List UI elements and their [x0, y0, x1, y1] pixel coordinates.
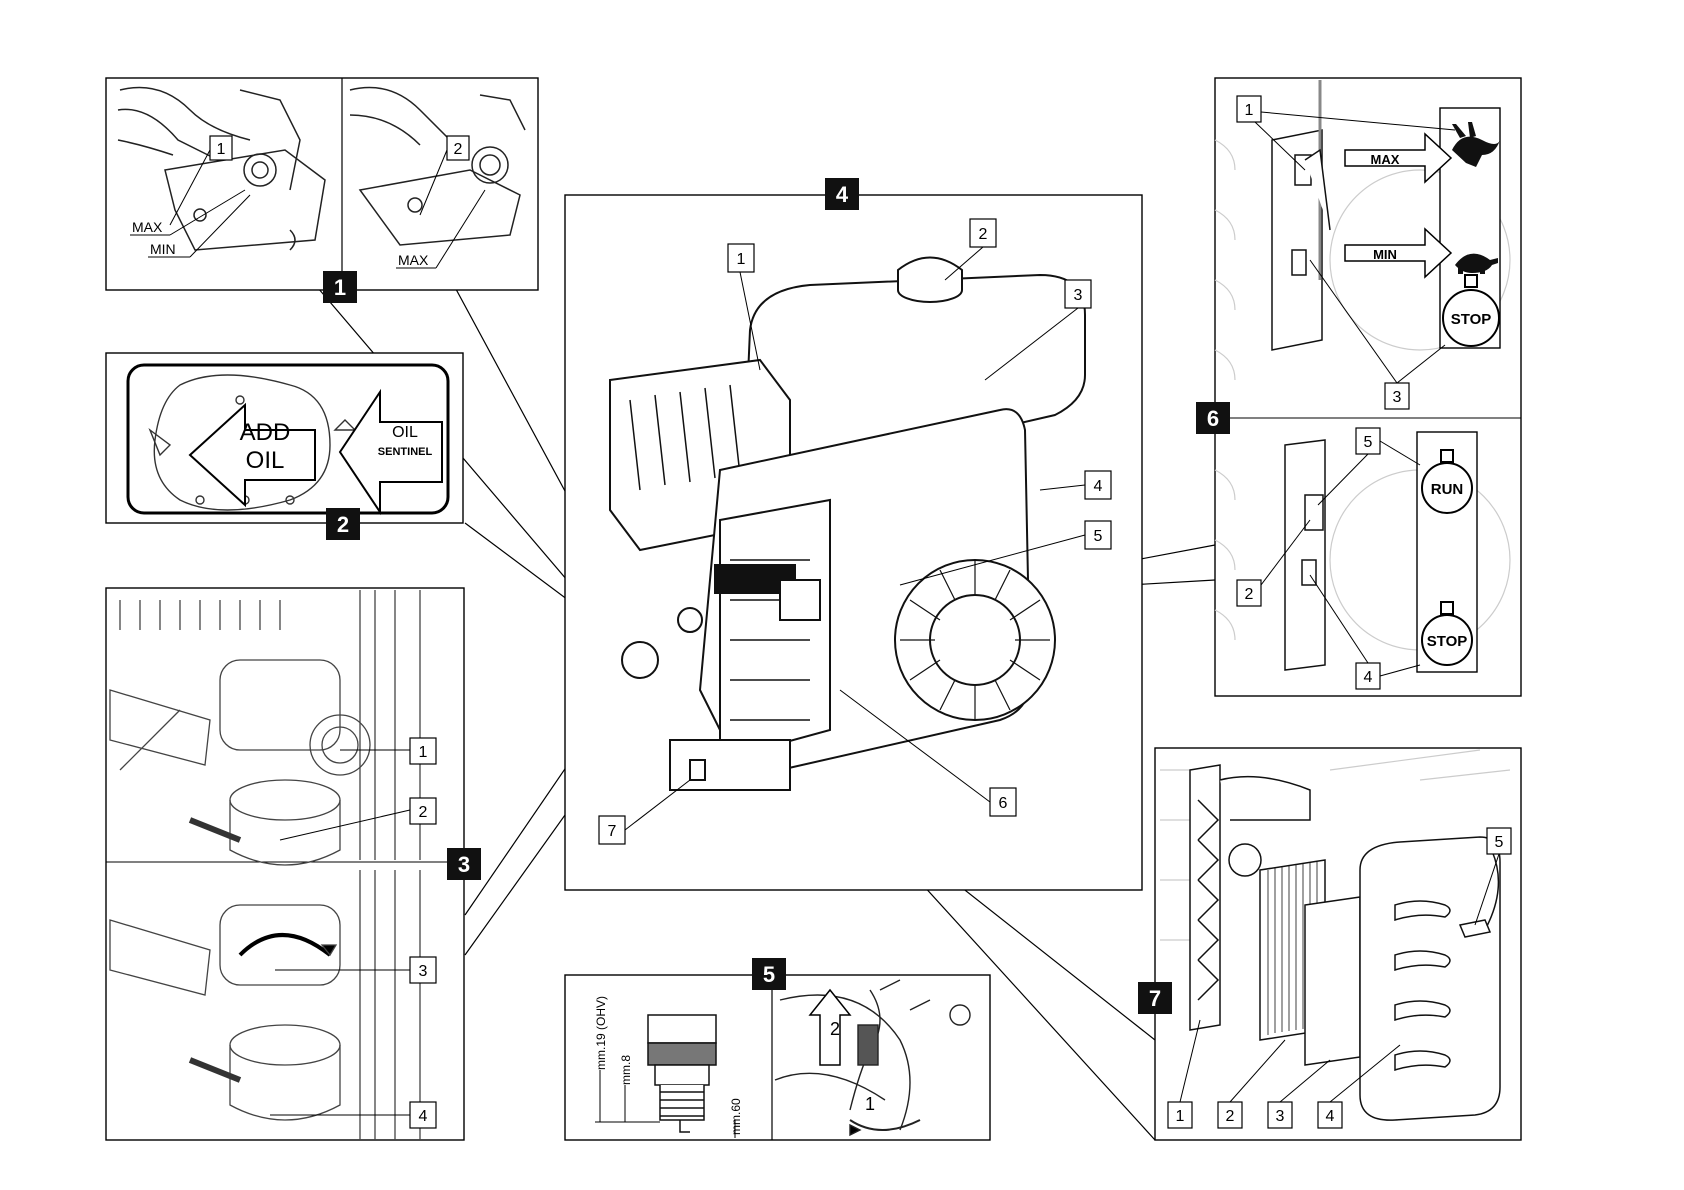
- p6-min-text: MIN: [1373, 247, 1397, 262]
- panel-3-badge: 3: [458, 852, 470, 877]
- p2-oil-sentinel-label: SENTINEL: [378, 446, 433, 458]
- panel-3-carburetor: 1 2 3 4 3: [106, 588, 481, 1140]
- p6-stop-bottom: STOP: [1427, 633, 1468, 650]
- panel-6-throttle-controls: MAX MIN STOP: [1196, 78, 1521, 696]
- p3-callout-3: 3: [419, 963, 428, 980]
- p3-callout-4: 4: [419, 1108, 428, 1125]
- p6-max-text: MAX: [1371, 152, 1400, 167]
- panel-2-badge: 2: [337, 512, 349, 537]
- p4-callout-3: 3: [1074, 287, 1083, 304]
- p7-callout-1: 1: [1176, 1108, 1185, 1125]
- p7-callout-2: 2: [1226, 1108, 1235, 1125]
- panel-7-air-filter: 5 1 2 3 4 7: [1138, 748, 1521, 1140]
- panel-5-badge: 5: [763, 962, 775, 987]
- p6-callout-4: 4: [1364, 669, 1373, 686]
- p5-arrow-label: 2: [830, 1019, 840, 1039]
- p7-callout-5: 5: [1495, 834, 1504, 851]
- p5-dim-60: mm.60: [729, 1098, 743, 1135]
- p6-stop-top: STOP: [1451, 311, 1492, 328]
- panel-4-badge: 4: [836, 182, 849, 207]
- p5-dim-19: mm.19 (OHV): [594, 996, 608, 1070]
- p6-callout-3: 3: [1393, 389, 1402, 406]
- p2-add-text: ADD: [240, 419, 291, 446]
- panel-4-engine-overview: 1 2 3 4 5 6 7 4: [565, 178, 1142, 890]
- p6-callout-5: 5: [1364, 434, 1373, 451]
- p4-callout-1: 1: [737, 251, 746, 268]
- p1-label-min: MIN: [150, 241, 176, 257]
- p3-callout-1: 1: [419, 744, 428, 761]
- panel-2-oil-sentinel: ADD OIL OIL SENTINEL 2: [106, 353, 463, 540]
- p7-callout-4: 4: [1326, 1108, 1335, 1125]
- p1-callout-1: 1: [217, 141, 226, 158]
- p6-run-text: RUN: [1431, 481, 1464, 498]
- p6-callout-2: 2: [1245, 586, 1254, 603]
- panel-7-badge: 7: [1149, 986, 1161, 1011]
- p6-callout-1: 1: [1245, 102, 1254, 119]
- p1-callout-2: 2: [454, 141, 463, 158]
- p1-label-max-right: MAX: [398, 252, 429, 268]
- panel-1-badge: 1: [334, 275, 346, 300]
- panel-1-oil-level: 1 2 MAX MIN MAX 1: [106, 78, 538, 303]
- p4-callout-5: 5: [1094, 528, 1103, 545]
- panel-6-badge: 6: [1207, 406, 1219, 431]
- p4-callout-7: 7: [608, 823, 617, 840]
- p7-callout-3: 3: [1276, 1108, 1285, 1125]
- p2-oil-sentinel-oil: OIL: [392, 424, 418, 441]
- p2-oil-text: OIL: [246, 447, 285, 474]
- p4-callout-6: 6: [999, 795, 1008, 812]
- p4-callout-2: 2: [979, 226, 988, 243]
- p5-turn-label: 1: [865, 1094, 875, 1114]
- p3-callout-2: 2: [419, 804, 428, 821]
- panel-5-spark-plug: mm.19 (OHV) mm.8 mm.60 2 1 5: [565, 958, 990, 1140]
- p4-callout-4: 4: [1094, 478, 1103, 495]
- p1-label-max-left: MAX: [132, 219, 163, 235]
- p5-dim-8: mm.8: [619, 1055, 633, 1085]
